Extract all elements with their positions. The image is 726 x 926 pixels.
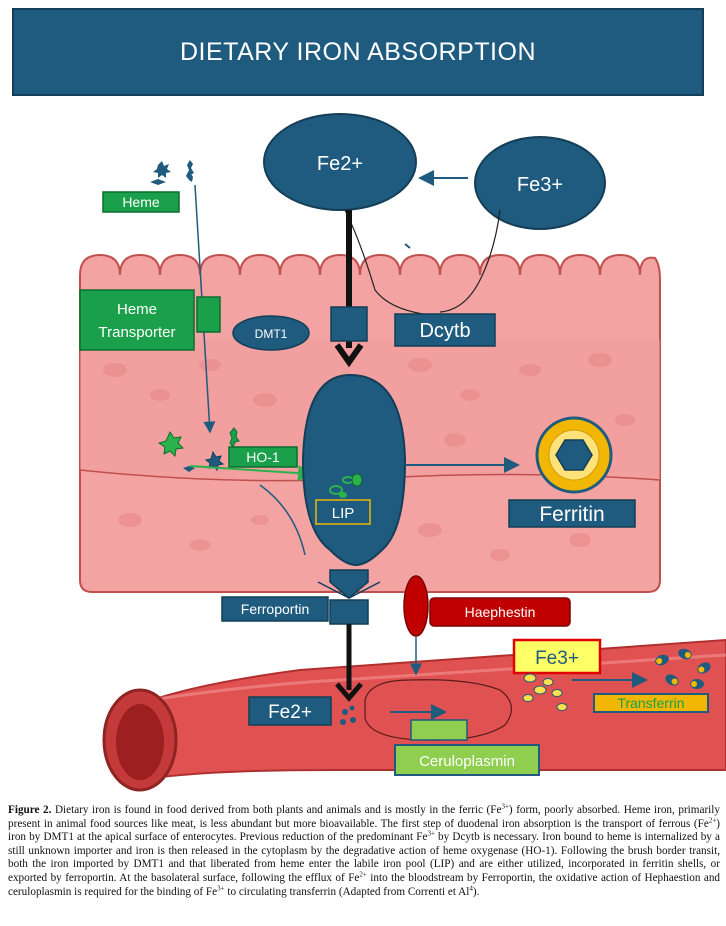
fe3-ellipse-top: Fe3+ [474, 136, 606, 230]
caption-text: Dietary iron is found in food derived fr… [51, 804, 502, 816]
caption-superscript: 3+ [217, 883, 225, 892]
ho1-box: HO-1 [228, 446, 298, 468]
dmt1-label: DMT1 [255, 327, 288, 341]
heme-molecules-cytoplasm [157, 427, 240, 472]
dcytb-label: Dcytb [419, 320, 470, 342]
caption-text: by Dcytb is necessary. Iron bound to hem… [8, 831, 720, 884]
caption-superscript: 3+ [427, 829, 435, 838]
fe2-ellipse-top: Fe2+ [263, 113, 417, 211]
heme-molecules-top [150, 160, 194, 185]
caption-text: into the bloodstream by Ferroportin, the… [8, 871, 721, 898]
ferritin-box: Ferritin [508, 499, 636, 528]
fe2-blood-box: Fe2+ [248, 696, 332, 726]
export-arrow [335, 682, 363, 702]
iron-absorption-diagram: Fe2+ Fe3+ DMT1 Dcytb Heme Heme Transport [79, 113, 726, 792]
heme-molecule-icon [153, 161, 171, 178]
haephestin-label: Haephestin [465, 604, 536, 620]
dcytb-box: Dcytb [394, 313, 496, 347]
caption-superscript: 4 [469, 883, 473, 892]
ferritin-label: Ferritin [539, 503, 604, 526]
heme-label-box: Heme [102, 191, 180, 213]
transferrin-molecules [655, 648, 711, 689]
cytoplasm-blobs [103, 353, 635, 561]
ceruloplasmin-protein: Ceruloplasmin [394, 719, 540, 776]
lip-label: LIP [332, 505, 355, 522]
page-title: DIETARY IRON ABSORPTION [179, 37, 537, 66]
caption-text: ) form, poorly absorbed. Heme iron, prim… [8, 804, 720, 830]
figure-caption: Figure 2. Dietary iron is found in food … [8, 802, 721, 899]
ho1-label: HO-1 [246, 449, 280, 465]
fe3-top-label: Fe3+ [517, 174, 563, 196]
caption-lead: Figure 2. [8, 804, 52, 816]
dmt1-transporter: DMT1 [232, 306, 368, 351]
ferroportin-label: Ferroportin [241, 601, 309, 617]
fe2-dots [340, 705, 356, 725]
fe2-top-label: Fe2+ [317, 153, 363, 175]
caption-superscript: 2+ [359, 870, 367, 879]
caption-superscript: 2+ [708, 815, 717, 824]
caption-superscript: 3+ [501, 802, 509, 811]
caption-text: ). [472, 885, 480, 898]
heme-transporter-line1: Heme [117, 301, 157, 318]
heme-to-lip-arrow [189, 465, 314, 482]
haephestin-protein: Haephestin [403, 575, 571, 637]
transferrin-box: Transferrin [593, 693, 709, 713]
lip-oval: LIP [301, 373, 407, 567]
transferrin-label: Transferrin [617, 695, 684, 711]
fe3-particles [522, 673, 568, 711]
heme-transporter-line2: Transporter [99, 324, 176, 341]
fe3-blood-label: Fe3+ [535, 648, 579, 669]
blood-vessel [102, 638, 726, 792]
caption-text: ) iron by DMT1 at the apical surface of … [8, 817, 720, 844]
ferroportin-box: Ferroportin [221, 596, 329, 622]
fe2-blood-label: Fe2+ [268, 702, 312, 723]
fe3-blood-box: Fe3+ [512, 638, 602, 675]
import-arrow [334, 343, 364, 368]
ferritin-shell [535, 416, 613, 494]
caption-text: to circulating transferrin (Adapted from… [224, 885, 470, 898]
title-banner: DIETARY IRON ABSORPTION [12, 8, 704, 96]
heme-transporter-box: Heme Transporter [79, 289, 221, 351]
heme-label: Heme [122, 194, 160, 210]
ceruloplasmin-label: Ceruloplasmin [419, 753, 515, 770]
heme-molecule-icon [157, 430, 185, 458]
